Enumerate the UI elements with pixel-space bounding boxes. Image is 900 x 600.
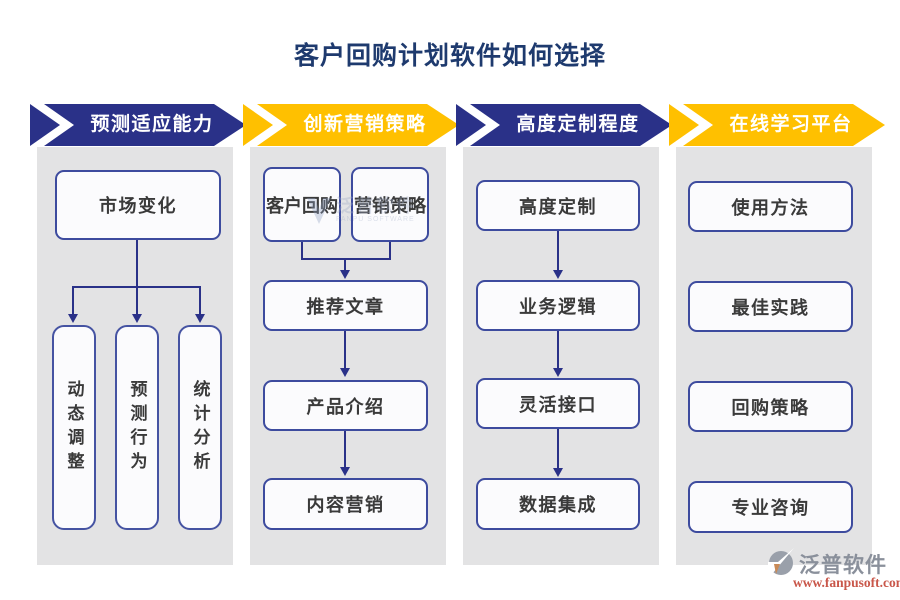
arrow-down-icon <box>131 314 142 323</box>
fanpu-logo-icon <box>768 548 794 575</box>
flow-node: 业务逻辑 <box>476 280 640 331</box>
arrow-down-icon <box>552 368 563 377</box>
flow-node: 高度定制 <box>476 180 640 231</box>
connector-line <box>557 331 559 369</box>
connector-line <box>199 286 201 315</box>
arrow-down-icon <box>339 467 350 476</box>
flow-node: 灵活接口 <box>476 378 640 429</box>
footer-website-link: www.fanpusoft.com <box>793 575 900 590</box>
flow-node: 内容营销 <box>263 478 428 530</box>
connector-line <box>389 242 391 260</box>
header-banner-4: 在线学习平台 <box>669 104 885 146</box>
footer-brand-name: 泛普软件 <box>799 553 887 577</box>
connector-line <box>344 331 346 369</box>
flow-node: 推荐文章 <box>263 280 428 331</box>
connector-line <box>344 258 346 271</box>
header-label-2: 创新营销策略 <box>303 114 427 135</box>
header-banner-3: 高度定制程度 <box>456 104 672 146</box>
header-label-4: 在线学习平台 <box>729 114 853 135</box>
chevron-banner-shape <box>456 104 672 146</box>
arrow-down-icon <box>194 314 205 323</box>
flow-node-vertical: 预测行为 <box>115 325 159 530</box>
header-banner-2: 创新营销策略 <box>243 104 459 146</box>
flow-node-vertical: 动态调整 <box>52 325 96 530</box>
chevron-banner-shape <box>243 104 459 146</box>
arrow-down-icon <box>552 270 563 279</box>
footer-brand: 泛普软件 www.fanpusoft.com <box>768 548 900 594</box>
header-banner-1: 预测适应能力 <box>30 104 246 146</box>
flow-node: 使用方法 <box>688 181 853 232</box>
connector-line <box>136 240 138 288</box>
connector-line <box>344 431 346 468</box>
chevron-banner-shape <box>30 104 246 146</box>
flow-node: 产品介绍 <box>263 380 428 431</box>
flow-node: 数据集成 <box>476 478 640 530</box>
flow-node: 专业咨询 <box>688 481 853 533</box>
header-label-1: 预测适应能力 <box>90 114 214 135</box>
header-label-3: 高度定制程度 <box>516 114 640 135</box>
arrow-down-icon <box>552 468 563 477</box>
flow-node: 客户回购 <box>263 167 341 242</box>
connector-line <box>557 231 559 271</box>
flow-node: 营销策略 <box>351 167 429 242</box>
connector-line <box>136 286 138 315</box>
connector-line <box>72 286 74 315</box>
flow-node: 最佳实践 <box>688 281 853 332</box>
arrow-down-icon <box>339 368 350 377</box>
flow-node-vertical: 统计分析 <box>178 325 222 530</box>
connector-line <box>557 429 559 469</box>
flow-node: 市场变化 <box>55 170 221 240</box>
connector-line <box>301 242 303 260</box>
page-title: 客户回购计划软件如何选择 <box>293 42 606 70</box>
arrow-down-icon <box>67 314 78 323</box>
connector-line <box>301 258 391 260</box>
flow-node: 回购策略 <box>688 381 853 432</box>
arrow-down-icon <box>339 270 350 279</box>
chevron-banner-shape <box>669 104 885 146</box>
